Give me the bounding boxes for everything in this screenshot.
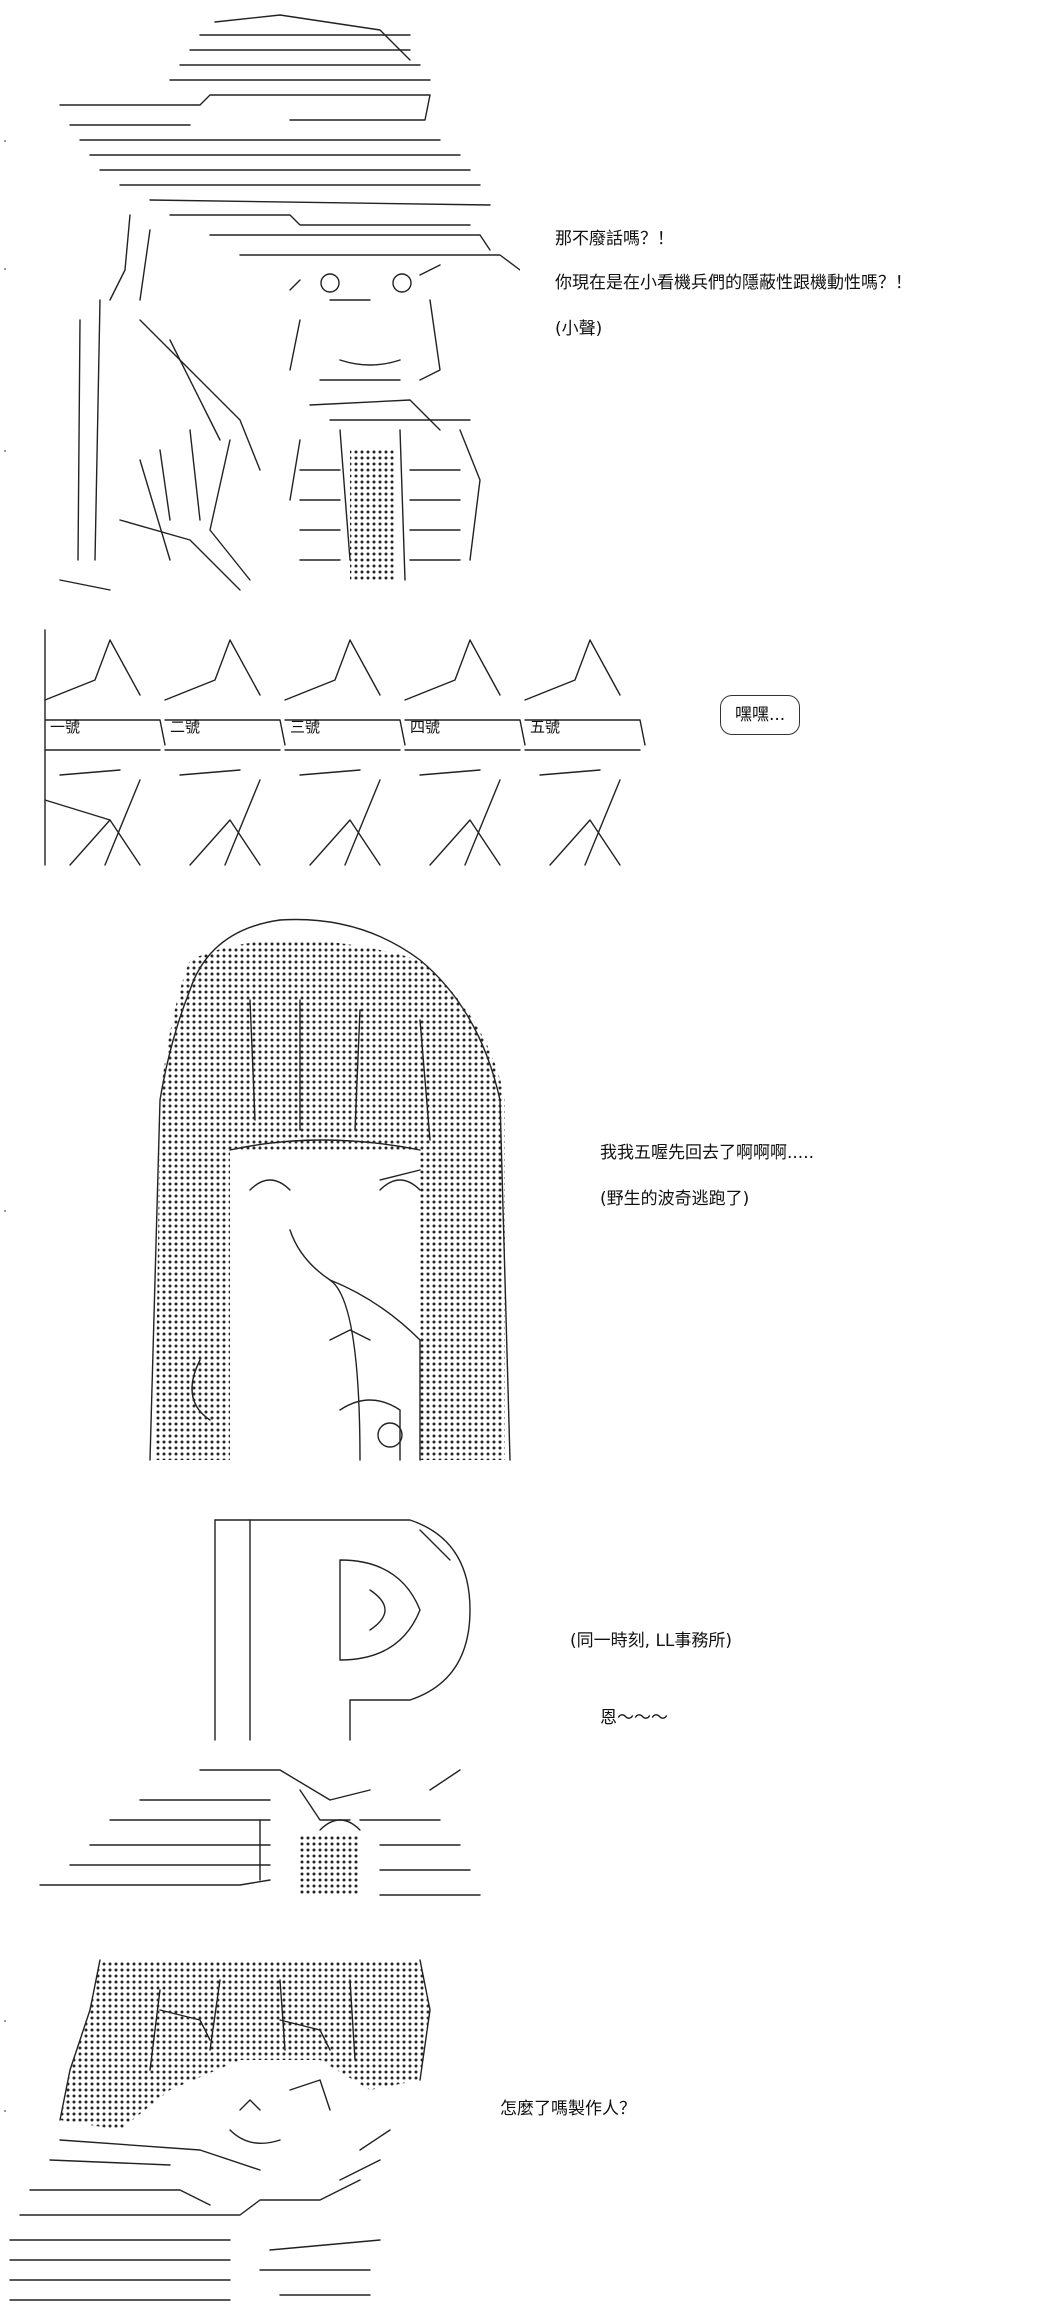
- panel-4: (同一時刻, LL事務所) 恩～～～: [0, 1500, 1040, 1940]
- panel-1-line-2: 你現在是在小看機兵們的隱蔽性跟機動性嗎？！: [555, 273, 912, 293]
- panel-4-line-2: 恩～～～: [600, 1708, 668, 1728]
- panel-2: 一號 二號 三號 四號 五號 嘿嘿...: [0, 620, 1040, 890]
- margin-marker: [4, 450, 6, 452]
- panel-2-ascii-art: [0, 620, 700, 890]
- margin-marker: [4, 140, 6, 142]
- panel-3: 我我五喔先回去了啊啊啊..... (野生的波奇逃跑了): [0, 900, 1040, 1470]
- margin-marker: [4, 2110, 6, 2112]
- panel-3-ascii-art: [0, 900, 560, 1470]
- soldier-label-1: 一號: [50, 718, 81, 736]
- panel-4-ascii-art: [0, 1500, 520, 1940]
- margin-marker: [4, 1210, 6, 1212]
- soldier-label-5: 五號: [530, 718, 561, 736]
- margin-marker: [4, 2020, 6, 2022]
- soldier-label-3: 三號: [290, 718, 321, 736]
- margin-marker: [4, 268, 6, 270]
- panel-3-line-1: 我我五喔先回去了啊啊啊.....: [600, 1143, 815, 1163]
- speech-bubble: 嘿嘿...: [720, 695, 801, 735]
- panel-1-line-1: 那不廢話嗎？！: [555, 229, 674, 249]
- panel-4-line-1: (同一時刻, LL事務所): [570, 1631, 733, 1651]
- panel-5-line-1: 怎麼了嗎製作人？: [500, 2099, 636, 2119]
- panel-1: 那不廢話嗎？！ 你現在是在小看機兵們的隱蔽性跟機動性嗎？！ (小聲): [0, 0, 1040, 600]
- panel-5-ascii-art: [0, 1950, 460, 2320]
- panel-1-ascii-art: [0, 0, 520, 600]
- soldier-label-4: 四號: [410, 718, 441, 736]
- panel-3-line-2: (野生的波奇逃跑了): [600, 1189, 750, 1209]
- panel-5: 怎麼了嗎製作人？: [0, 1950, 1040, 2320]
- soldier-label-2: 二號: [170, 718, 201, 736]
- panel-1-line-3: (小聲): [555, 319, 603, 339]
